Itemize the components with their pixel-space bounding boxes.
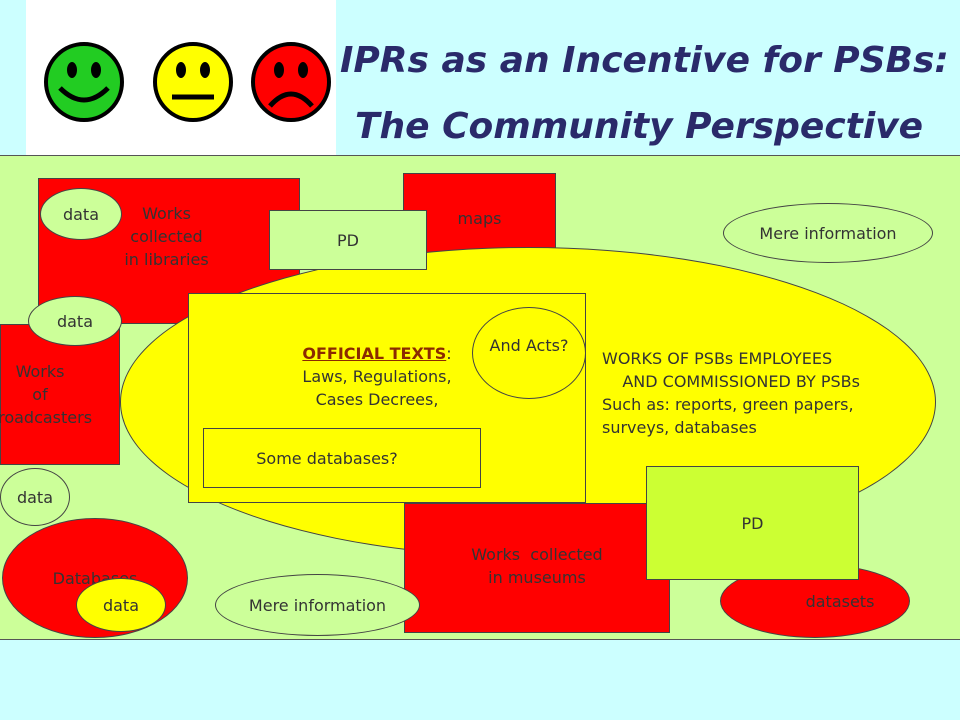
neutral-face-icon <box>153 42 233 122</box>
pd-box-top: PD <box>269 210 427 270</box>
data-ellipse-broadcasters: data <box>28 296 122 346</box>
and-acts-ellipse: And Acts? <box>472 307 586 399</box>
mere-information-ellipse-bottom: Mere information <box>215 574 420 636</box>
broadcasters-label: Works of broadcasters <box>0 362 93 427</box>
mere-information-label-top: Mere information <box>759 223 897 243</box>
data-ellipse-left: data <box>0 468 70 526</box>
data-label-databases: data <box>102 595 140 615</box>
data-label-broadcasters: data <box>56 311 94 331</box>
data-label-left: data <box>16 487 54 507</box>
title-line-2: The Community Perspective <box>355 106 924 147</box>
official-texts-body: Laws, Regulations, Cases Decrees, <box>302 367 452 409</box>
smiley-faces <box>44 42 331 122</box>
pd-label-bottom: PD <box>741 513 764 533</box>
data-ellipse-libraries: data <box>40 188 122 240</box>
pd-label-top: PD <box>337 230 359 250</box>
datasets-label: datasets <box>805 591 875 611</box>
smiley-panel <box>26 0 336 157</box>
museums-box: Works collected in museums <box>404 503 670 633</box>
and-acts-label: And Acts? <box>489 336 569 355</box>
maps-label: maps <box>457 209 502 228</box>
sad-face-icon <box>251 42 331 122</box>
data-ellipse-databases: data <box>76 578 166 632</box>
data-label-libraries: data <box>62 204 100 224</box>
some-databases-label: Some databases? <box>256 448 398 468</box>
official-texts-colon: : <box>446 344 452 363</box>
broadcasters-box: Works of broadcasters <box>0 324 120 465</box>
libraries-label: Works collected in libraries <box>124 203 209 269</box>
official-texts-heading: OFFICIAL TEXTS <box>302 344 447 363</box>
mere-information-ellipse-top: Mere information <box>723 203 933 263</box>
happy-face-icon <box>44 42 124 122</box>
some-databases-box: Some databases? <box>203 428 481 488</box>
psb-works-label: WORKS OF PSBs EMPLOYEES AND COMMISSIONED… <box>602 349 860 437</box>
museums-label: Works collected in museums <box>471 544 603 587</box>
pd-box-bottom: PD <box>646 466 859 580</box>
title-line-1: IPRs as an Incentive for PSBs: <box>340 40 949 81</box>
mere-information-label-bottom: Mere information <box>248 595 387 615</box>
